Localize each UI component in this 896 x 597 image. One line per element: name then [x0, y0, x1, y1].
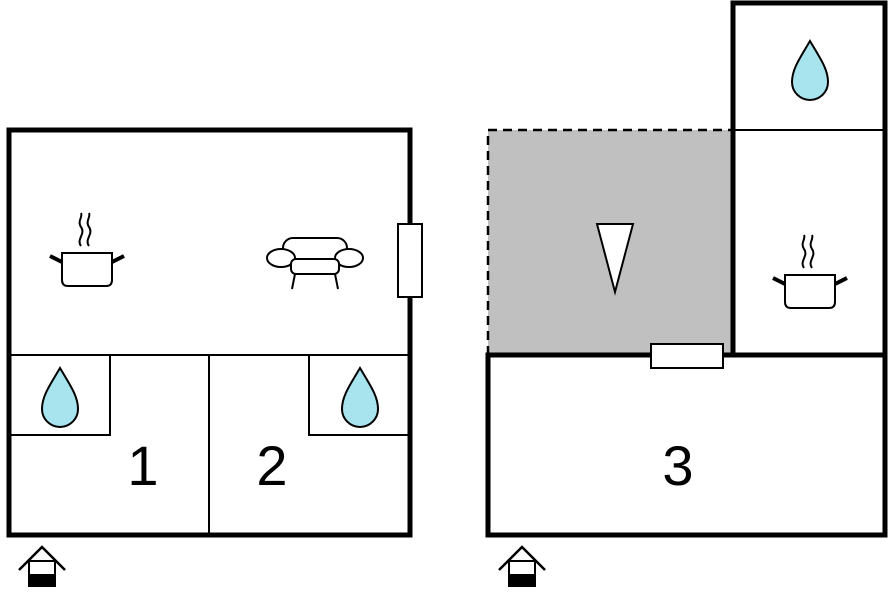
- water-drop-icon: [340, 366, 380, 428]
- floorplan-left: 1 2: [6, 127, 423, 587]
- terrace-border: [486, 128, 733, 355]
- room-number: 1: [127, 434, 158, 497]
- water-drop-icon: [790, 39, 830, 101]
- terrace-icon: [595, 223, 635, 296]
- window: [650, 343, 724, 369]
- sofa-icon: [266, 237, 364, 290]
- house-entrance-icon: [18, 545, 66, 587]
- cooking-pot-icon: [49, 212, 125, 287]
- bathroom-right: [308, 354, 411, 436]
- room-number: 3: [662, 434, 693, 497]
- house-entrance-icon: [498, 545, 546, 587]
- room-number: 2: [256, 434, 287, 497]
- water-drop-icon: [40, 366, 80, 428]
- window: [397, 223, 423, 298]
- cooking-pot-icon: [772, 234, 848, 309]
- bathroom-left: [8, 354, 111, 436]
- floorplan-right: 3: [485, 0, 888, 587]
